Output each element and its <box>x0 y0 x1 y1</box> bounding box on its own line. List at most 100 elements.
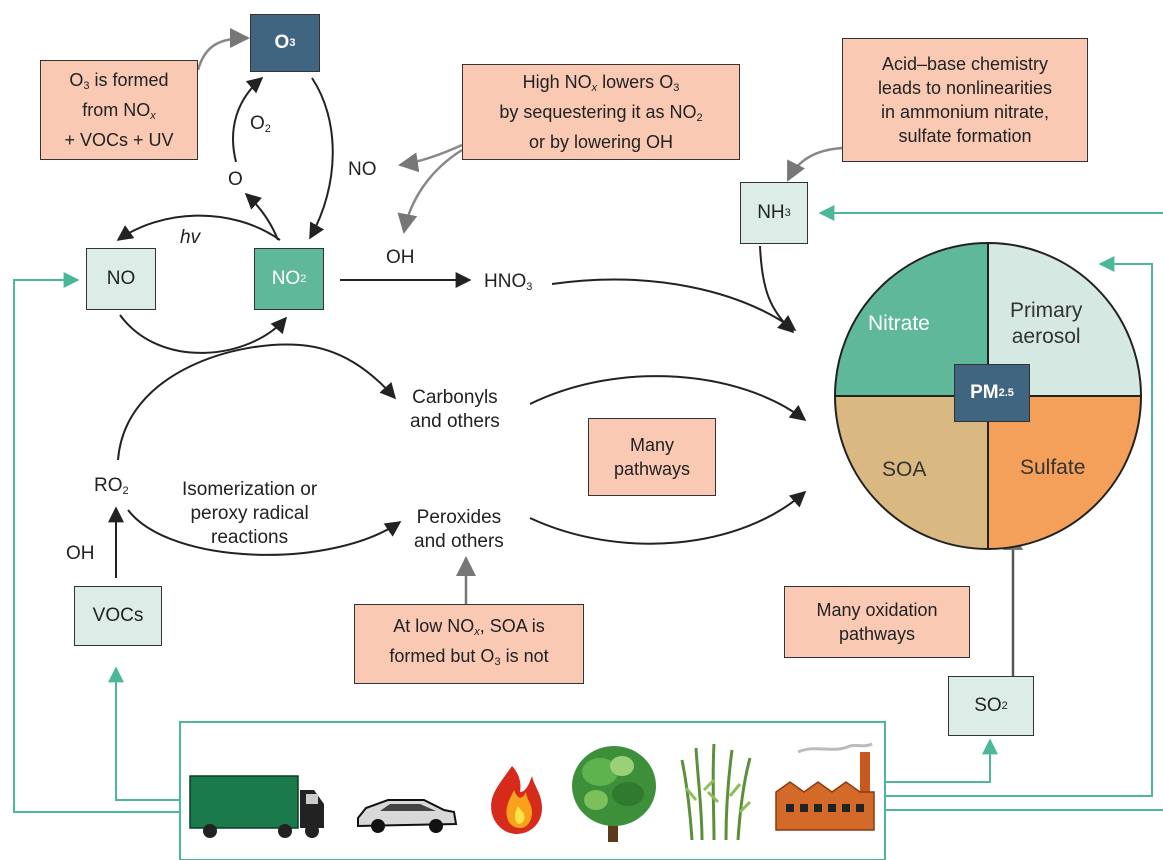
note-ln-l1b: , SOA is <box>479 616 545 636</box>
arrow-acidbase-to-nh3 <box>786 146 843 182</box>
note-mo-l2: pathways <box>838 624 916 644</box>
note-many-pathways: Many pathways <box>588 418 716 496</box>
arrow-highnox-to-no <box>398 143 463 173</box>
note-hn-l1a: High NO <box>522 72 592 92</box>
note-ln-l2a: formed but O <box>389 646 495 666</box>
note-o3-l2sub: x <box>150 110 156 122</box>
emission-line-to-so2 <box>885 738 998 783</box>
pie-label-soa: SOA <box>882 458 927 481</box>
arrow-ro2-to-peroxides <box>127 509 402 556</box>
label-peroxides: Peroxides and others <box>414 506 504 554</box>
label-o2: O2 <box>250 112 271 141</box>
pie-slice-sulfate <box>987 395 1143 551</box>
note-low-nox: At low NOx, SOA is formed but O3 is not <box>354 604 584 684</box>
note-mp-l1: Many <box>629 435 674 455</box>
label-hno3: HNO3 <box>484 270 532 299</box>
arrow-peroxides-to-pm <box>529 490 807 545</box>
note-ab-l4: sulfate formation <box>898 126 1032 146</box>
pie-label-sulfate: Sulfate <box>1020 456 1086 479</box>
sources-frame <box>179 721 886 860</box>
label-hno3-sub: 3 <box>526 281 533 293</box>
node-no2-text: NO <box>271 268 301 289</box>
note-mo-l1: Many oxidation <box>816 600 938 620</box>
pie-label-primary-aerosol: Primary aerosol <box>1010 298 1082 350</box>
emission-line-to-vocs <box>108 666 180 801</box>
factory-icon <box>775 742 875 831</box>
arrow-nh3-to-pm <box>759 245 795 334</box>
pie-label-primary-line1: Primary <box>1010 299 1083 322</box>
label-carbonyls: Carbonyls and others <box>410 386 500 434</box>
note-o3-l2a: from NO <box>82 100 151 120</box>
pie-slice-primary-aerosol <box>987 241 1143 397</box>
node-pm25-sub: 2.5 <box>998 387 1014 399</box>
pie-slice-soa <box>833 395 989 551</box>
arrow-o3-to-no2 <box>309 77 334 240</box>
label-hv: hv <box>180 227 201 248</box>
note-low-nox-text: At low NOx, SOA is formed but O3 is not <box>389 614 548 674</box>
emission-line-to-no <box>13 272 180 813</box>
node-so2-text: SO <box>974 695 1002 716</box>
emission-line-to-pm <box>885 256 1153 797</box>
node-no2-sub: 2 <box>300 273 307 285</box>
note-mp-l2: pathways <box>613 459 691 479</box>
tree-icon <box>572 746 656 842</box>
label-carbonyls-line2: and others <box>410 411 500 432</box>
note-ab-l3: in ammonium nitrate, <box>880 102 1050 122</box>
label-oh-left: OH <box>66 543 95 564</box>
label-isomerization-line3: reactions <box>211 527 289 548</box>
arrow-no2-to-o <box>244 192 279 241</box>
label-ro2-text: RO <box>94 475 123 496</box>
note-ln-l1a: At low NO <box>393 616 475 636</box>
note-hn-l2sub: 2 <box>696 112 703 124</box>
label-no-free: NO <box>348 159 377 180</box>
note-mp-text: Many pathways <box>614 433 690 481</box>
pie-label-nitrate: Nitrate <box>868 312 930 335</box>
note-o3-formed: O3 is formed from NOx + VOCs + UV <box>40 60 198 160</box>
pie-slice-nitrate <box>833 241 989 397</box>
crop-icon <box>680 743 752 841</box>
note-high-nox: High NOx lowers O3 by sequestering it as… <box>462 64 740 160</box>
pie-label-primary-line2: aerosol <box>1011 325 1081 348</box>
node-nh3-sub: 3 <box>784 207 791 219</box>
note-high-nox-text: High NOx lowers O3 by sequestering it as… <box>499 70 702 154</box>
node-o3-sub: 3 <box>289 37 296 49</box>
arrow-ro2-to-carbonyls <box>117 343 397 461</box>
note-ln-l2b: is not <box>500 646 549 666</box>
node-no-text: NO <box>106 268 136 289</box>
note-ab-l2: leads to nonlinearities <box>877 78 1053 98</box>
label-peroxides-line1: Peroxides <box>416 507 502 528</box>
car-icon <box>357 799 458 833</box>
label-isomerization-line1: Isomerization or <box>182 479 318 500</box>
arrow-note-to-o3 <box>196 28 250 71</box>
note-ab-l1: Acid–base chemistry <box>881 54 1049 74</box>
note-acid-base-text: Acid–base chemistry leads to nonlinearit… <box>878 52 1052 148</box>
note-hn-l3: or by lowering OH <box>528 132 674 152</box>
node-no: NO <box>86 248 156 310</box>
truck-icon <box>189 775 324 838</box>
note-many-oxidation: Many oxidation pathways <box>784 586 970 658</box>
fire-icon <box>491 766 542 834</box>
arrow-highnox-to-oh <box>397 148 463 234</box>
node-nh3-text: NH <box>757 202 785 223</box>
note-o3-l1a: O <box>69 70 84 90</box>
note-hn-l1b: lowers O <box>597 72 674 92</box>
note-acid-base: Acid–base chemistry leads to nonlinearit… <box>842 38 1088 162</box>
note-o3-l3: + VOCs + UV <box>64 130 174 150</box>
node-vocs: VOCs <box>74 586 162 646</box>
note-ln-l1sub: x <box>474 626 480 638</box>
label-isomerization-line2: peroxy radical <box>190 503 309 524</box>
note-o3-l1b: is formed <box>89 70 169 90</box>
node-o3-text: O <box>274 32 290 53</box>
label-o2-sub: 2 <box>264 123 271 135</box>
note-hn-l1sub2: 3 <box>673 82 680 94</box>
label-carbonyls-line1: Carbonyls <box>412 387 498 408</box>
arrow-no2-to-no <box>116 214 281 241</box>
label-peroxides-line2: and others <box>414 531 504 552</box>
label-ro2-sub: 2 <box>122 485 129 497</box>
